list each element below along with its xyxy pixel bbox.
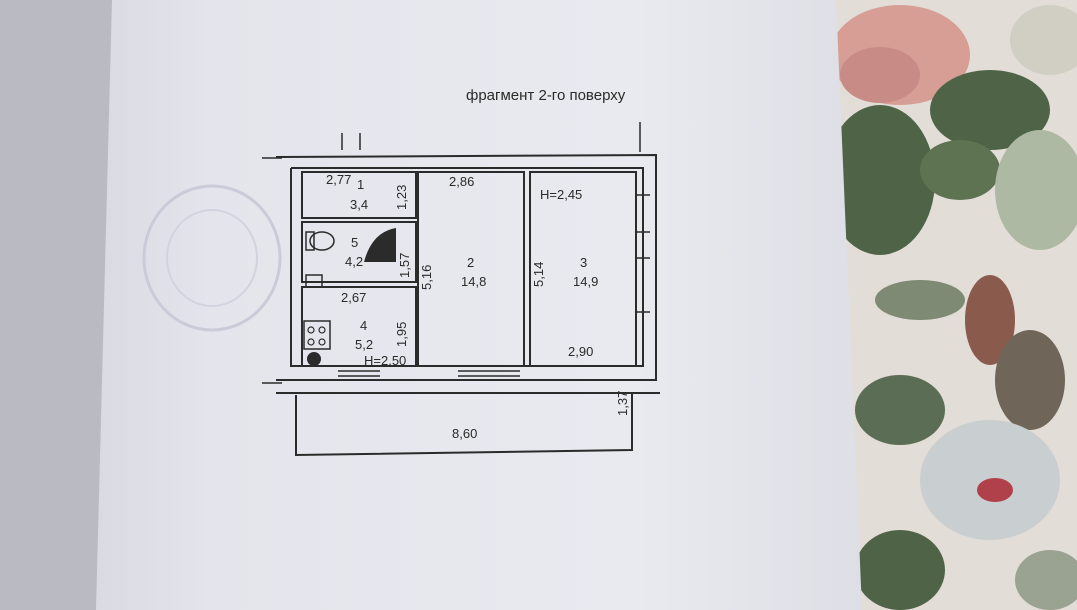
dim-balcony-depth: 1,37: [615, 391, 630, 416]
dim-room2-length: 5,16: [419, 265, 434, 290]
room-1-area: 3,4: [350, 197, 368, 212]
room-4-number: 4: [360, 318, 367, 333]
dim-room4-depth: 1,95: [394, 322, 409, 347]
dim-room2-width: 2,86: [449, 174, 474, 189]
height-right: H=2,45: [540, 187, 582, 202]
room-2-area: 14,8: [461, 274, 486, 289]
floor-plan: [262, 122, 660, 457]
room-5-area: 4,2: [345, 254, 363, 269]
room-3-area: 14,9: [573, 274, 598, 289]
dim-room4-width: 2,67: [341, 290, 366, 305]
dim-room3-length: 5,14: [531, 262, 546, 287]
document-page: [96, 0, 862, 610]
dim-balcony-length: 8,60: [452, 426, 477, 441]
dim-room5-depth: 1,57: [397, 253, 412, 278]
room-1-number: 1: [357, 177, 364, 192]
dim-room1-width: 2,77: [326, 172, 351, 187]
dim-room3-width: 2,90: [568, 344, 593, 359]
floral-fabric-background: [825, 0, 1077, 610]
room-2-number: 2: [467, 255, 474, 270]
room-5-number: 5: [351, 235, 358, 250]
height-left: H=2,50: [364, 353, 406, 368]
faint-stamp: [142, 184, 282, 332]
dim-room1-depth: 1,23: [394, 185, 409, 210]
plan-title: фрагмент 2-го поверху: [466, 87, 626, 104]
room-3-number: 3: [580, 255, 587, 270]
room-4-area: 5,2: [355, 337, 373, 352]
left-page: [0, 0, 120, 610]
